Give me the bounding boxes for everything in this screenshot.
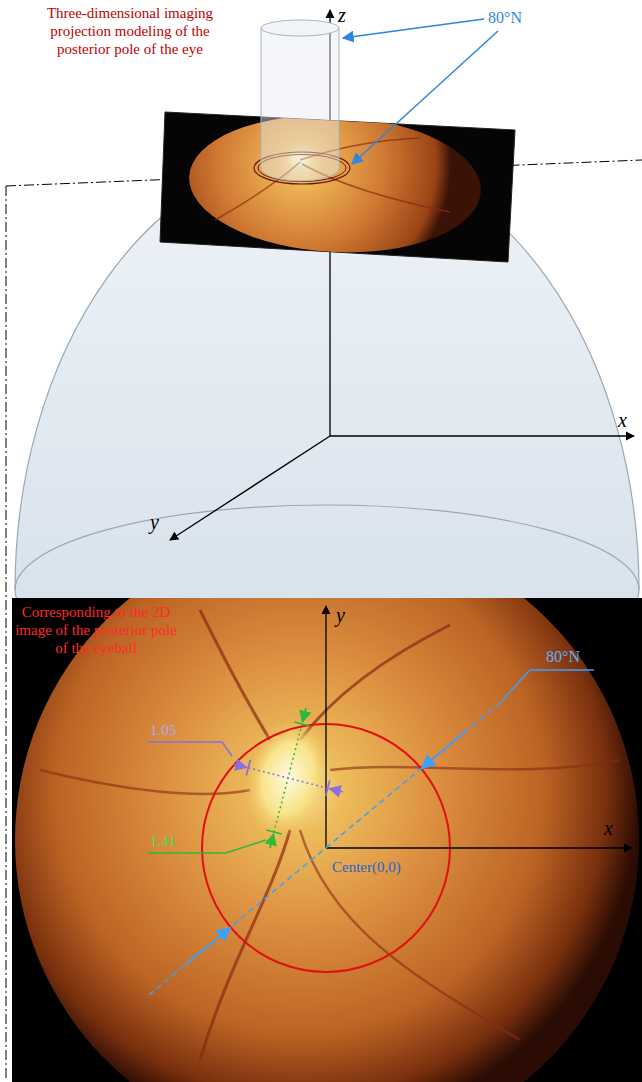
diameter-line xyxy=(149,703,500,995)
dimension-tick xyxy=(294,722,309,726)
dimension-arrow xyxy=(303,708,307,722)
latitude-label-box: 80°N xyxy=(546,647,580,666)
x-axis xyxy=(330,435,634,436)
axis-label-box: y xyxy=(150,510,159,534)
axis-label: x xyxy=(604,816,613,840)
vessel xyxy=(200,610,270,740)
axis-label: y xyxy=(150,510,159,534)
leader-line xyxy=(148,742,232,756)
dimension-arrow xyxy=(330,789,344,792)
leader-arrow xyxy=(343,19,484,38)
axis-label: x xyxy=(618,408,627,432)
fundus-photo xyxy=(15,598,639,1082)
dimension-line xyxy=(248,768,327,788)
y-axis xyxy=(170,436,330,540)
cylinder xyxy=(261,28,339,181)
dimension-tick xyxy=(266,830,281,834)
dimension-tick xyxy=(246,760,250,776)
dimension-value-box: 1.05 xyxy=(150,721,176,739)
leader-arrow xyxy=(352,31,498,164)
panel-title: Corresponding to the 2D image of the pos… xyxy=(14,603,178,657)
axis-label-box: x xyxy=(618,408,627,432)
panel-title-box: Corresponding to the 2D image of the pos… xyxy=(14,603,178,657)
dimension-value: 1.05 xyxy=(150,721,176,739)
y-axis xyxy=(325,606,326,848)
leader-line xyxy=(500,670,594,703)
dimension-arrow xyxy=(186,928,230,964)
axis-label-box: y xyxy=(336,603,345,627)
vessel xyxy=(200,830,290,1060)
axis-label: z xyxy=(338,3,346,27)
center-label-box: Center(0,0) xyxy=(332,858,401,876)
dimension-arrow xyxy=(270,834,274,848)
dimension-arrow xyxy=(233,764,247,767)
vessel xyxy=(330,760,620,770)
hemisphere-base xyxy=(15,505,639,590)
panel-title: Three-dimensional imaging projection mod… xyxy=(40,4,220,58)
x-axis xyxy=(326,847,632,848)
latitude-label-box: 80°N xyxy=(488,8,522,27)
dash-dot-line xyxy=(6,186,7,1078)
dimension-value: 1.41 xyxy=(150,832,176,850)
axis-label: y xyxy=(336,603,345,627)
axis-label-box: z xyxy=(338,3,346,27)
dimension-arrow xyxy=(422,731,466,768)
dimension-tick xyxy=(326,781,330,797)
vessel xyxy=(300,625,450,740)
vessel xyxy=(40,770,250,794)
dimension-value-box: 1.41 xyxy=(150,832,176,850)
axis-label-box: x xyxy=(604,816,613,840)
cylinder-top xyxy=(261,20,339,36)
vessel xyxy=(300,830,520,1040)
latitude-label: 80°N xyxy=(488,8,522,27)
latitude-label: 80°N xyxy=(546,647,580,666)
panel-title-box: Three-dimensional imaging projection mod… xyxy=(40,4,220,58)
center-label: Center(0,0) xyxy=(332,858,401,876)
